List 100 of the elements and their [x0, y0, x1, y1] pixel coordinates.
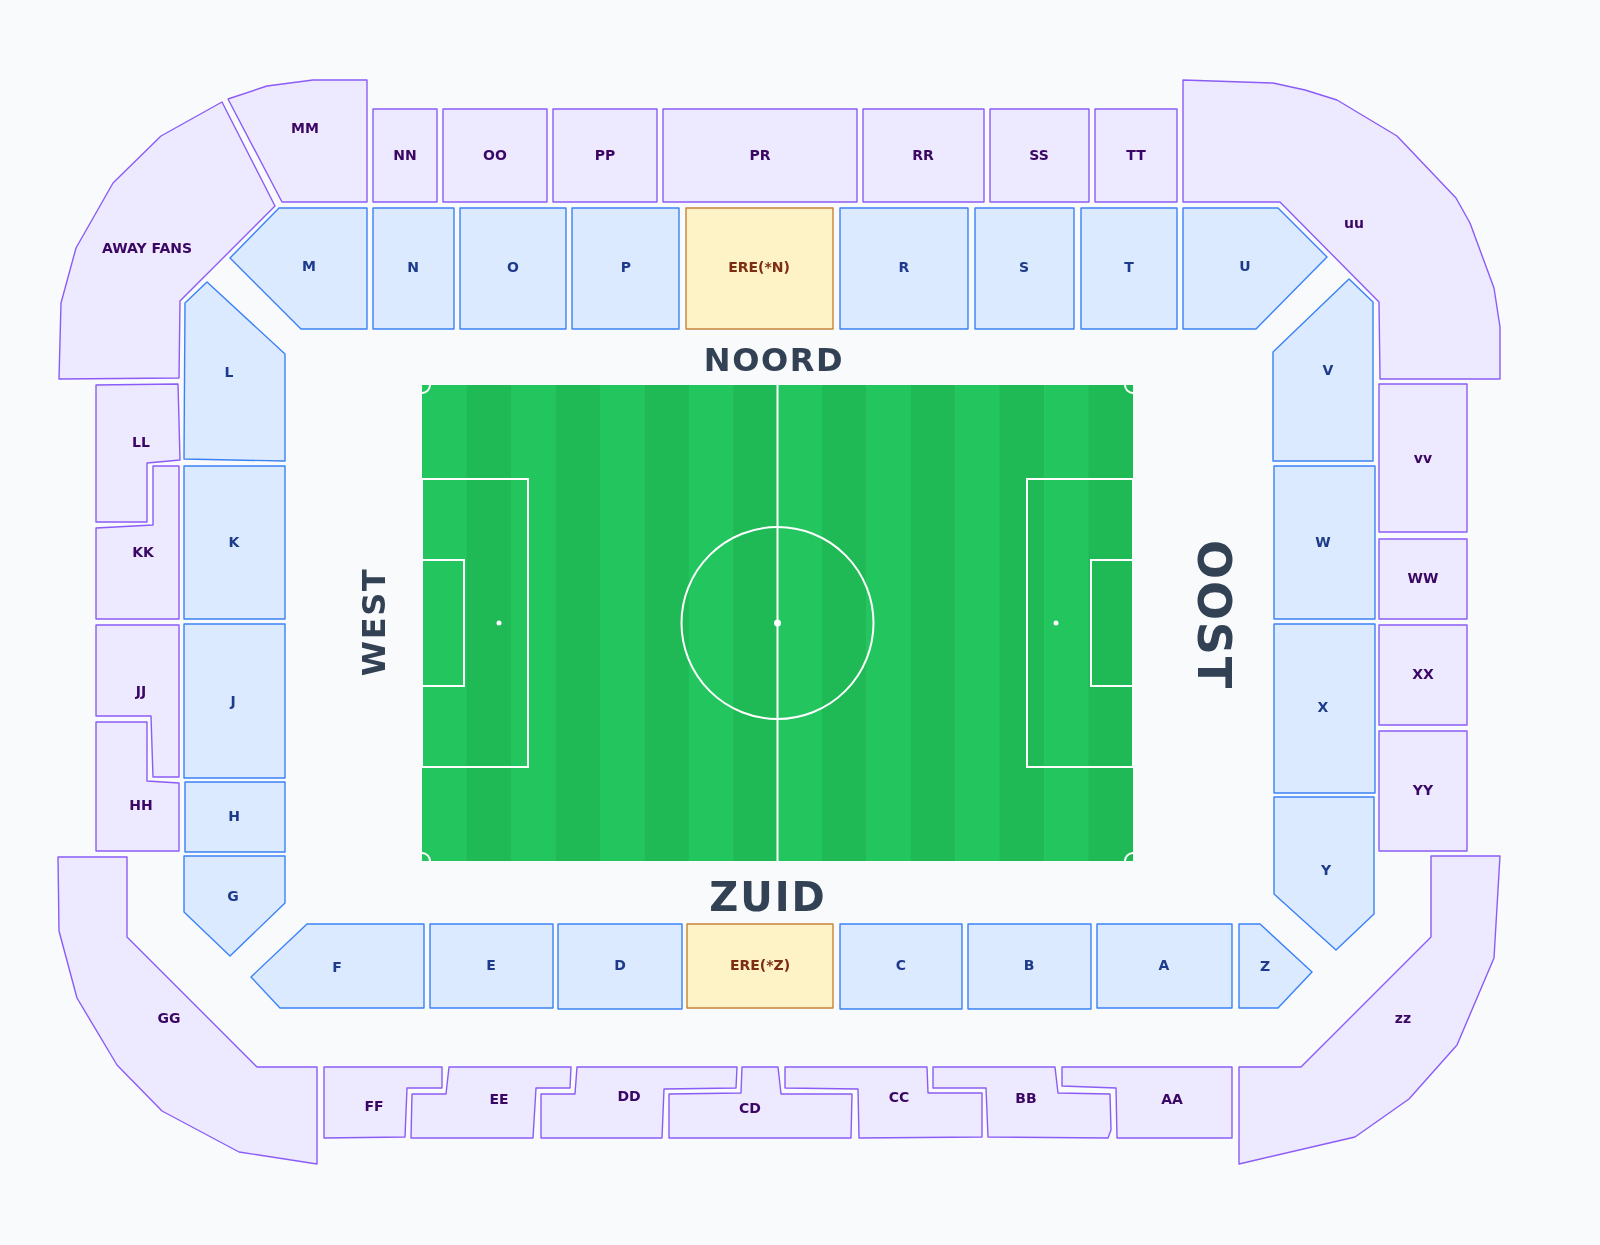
section-label: X: [1317, 700, 1329, 714]
seating-section: [184, 624, 285, 778]
seating-section: [185, 782, 285, 852]
section-label: FF: [364, 1099, 384, 1113]
seating-section: [58, 857, 317, 1164]
section-label: ERE(*Z): [729, 958, 791, 972]
seating-section: [1239, 924, 1312, 1008]
section-label: L: [224, 365, 234, 379]
section-label: KK: [132, 545, 154, 559]
seating-section: [1274, 624, 1375, 793]
seating-section: [840, 924, 962, 1009]
seating-section: [686, 208, 833, 329]
section-label: D: [614, 958, 626, 972]
seating-section: [1274, 466, 1375, 619]
seating-section: [687, 924, 833, 1008]
section-label: H: [228, 809, 240, 823]
section-label: WW: [1407, 571, 1439, 585]
section-label: PP: [594, 148, 616, 162]
section-label: E: [486, 958, 496, 972]
seating-section: [1379, 731, 1467, 851]
section-label: Y: [1320, 863, 1332, 877]
section-label: NN: [393, 148, 417, 162]
section-label: W: [1315, 535, 1331, 549]
seating-section: [96, 384, 180, 522]
seating-section: [373, 208, 454, 329]
seating-section: [59, 102, 275, 379]
seating-section: [411, 1067, 571, 1138]
seating-section: [1183, 208, 1327, 329]
seating-section: [669, 1067, 852, 1138]
stand-name: NOORD: [703, 344, 845, 376]
seating-section: [1095, 109, 1177, 202]
section-label: P: [620, 260, 632, 274]
section-label: U: [1239, 259, 1251, 273]
seating-section: [443, 109, 547, 202]
section-label: YY: [1412, 783, 1434, 797]
seating-section: [1273, 279, 1373, 461]
section-label: CD: [739, 1101, 761, 1115]
seating-section: [1379, 625, 1467, 725]
stand-name: OOST: [1191, 539, 1237, 691]
seating-section: [1183, 80, 1500, 379]
section-label: HH: [129, 798, 153, 812]
seating-section: [251, 924, 424, 1008]
seating-section: [373, 109, 437, 202]
section-label: OO: [483, 148, 507, 162]
seating-section: [1379, 539, 1467, 619]
section-label: G: [227, 889, 239, 903]
seating-section: [184, 466, 285, 619]
seating-section: [96, 722, 179, 851]
seating-section: [541, 1067, 737, 1138]
section-label: AWAY FANS: [101, 241, 193, 255]
section-label: N: [407, 260, 419, 274]
seating-section: [228, 80, 367, 202]
seating-section: [184, 856, 285, 956]
seating-section: [184, 282, 285, 461]
seating-section: [1239, 856, 1500, 1164]
section-label: vv: [1413, 451, 1433, 465]
seating-section: [324, 1067, 442, 1138]
section-label: V: [1322, 363, 1334, 377]
section-label: XX: [1412, 667, 1434, 681]
section-label: R: [898, 260, 910, 274]
seating-section: [430, 924, 553, 1008]
section-label: PR: [749, 148, 771, 162]
section-label: A: [1158, 958, 1170, 972]
section-label: EE: [489, 1092, 509, 1106]
seating-section: [663, 109, 857, 202]
section-label: Z: [1259, 959, 1271, 973]
section-label: M: [302, 259, 316, 273]
section-label: T: [1124, 260, 1134, 274]
section-label: O: [507, 260, 519, 274]
section-label: ERE(*N): [728, 260, 790, 274]
section-label: AA: [1161, 1092, 1183, 1106]
section-label: JJ: [135, 684, 147, 698]
stand-name: WEST: [358, 567, 390, 677]
section-label: C: [895, 958, 907, 972]
seating-section: [975, 208, 1074, 329]
section-label: B: [1023, 958, 1035, 972]
seating-section: [1062, 1067, 1232, 1138]
section-label: SS: [1029, 148, 1049, 162]
section-label: LL: [132, 435, 150, 449]
section-label: RR: [912, 148, 934, 162]
seating-section: [933, 1067, 1111, 1138]
seating-section: [1379, 384, 1467, 532]
seating-section: [1274, 797, 1374, 950]
seating-section: [863, 109, 984, 202]
section-label: uu: [1344, 216, 1364, 230]
section-label: zz: [1394, 1011, 1412, 1025]
seating-section: [990, 109, 1089, 202]
section-label: J: [230, 694, 236, 708]
section-label: F: [332, 960, 342, 974]
seating-section: [460, 208, 566, 329]
section-label: CC: [888, 1090, 910, 1104]
section-label: BB: [1015, 1091, 1037, 1105]
seating-section: [785, 1067, 982, 1138]
seating-section: [1097, 924, 1232, 1008]
seating-section: [96, 466, 179, 619]
seating-section: [230, 208, 367, 329]
section-label: MM: [291, 121, 319, 135]
seating-section: [1081, 208, 1177, 329]
stand-name: ZUID: [709, 877, 827, 917]
section-label: TT: [1126, 148, 1146, 162]
